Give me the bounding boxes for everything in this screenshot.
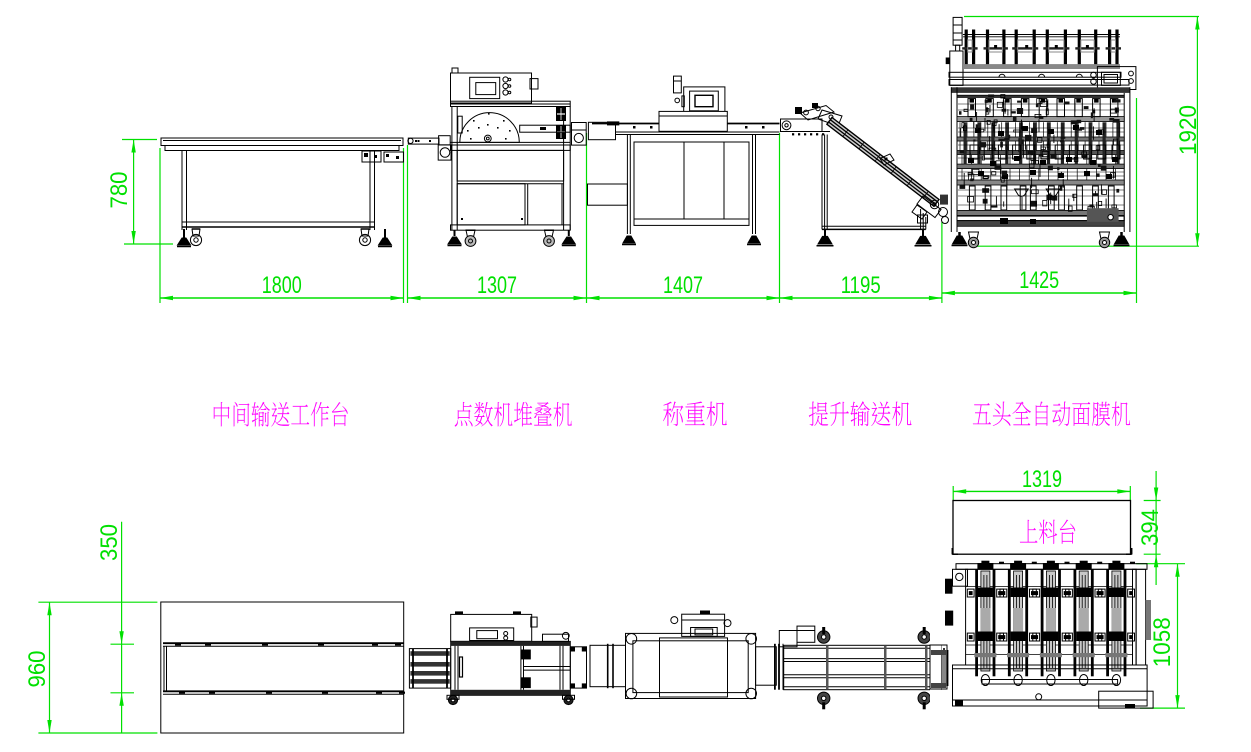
svg-text:960: 960 <box>24 651 51 688</box>
svg-text:1920: 1920 <box>1175 105 1202 155</box>
svg-text:1058: 1058 <box>1149 617 1176 667</box>
svg-text:394: 394 <box>1137 509 1164 546</box>
svg-text:1307: 1307 <box>477 272 517 299</box>
svg-text:1425: 1425 <box>1019 267 1059 294</box>
svg-text:1407: 1407 <box>663 272 703 299</box>
svg-text:1319: 1319 <box>1022 466 1062 493</box>
svg-text:1195: 1195 <box>841 272 881 299</box>
svg-text:350: 350 <box>96 524 123 561</box>
svg-text:780: 780 <box>106 172 133 209</box>
svg-text:1800: 1800 <box>262 272 302 299</box>
